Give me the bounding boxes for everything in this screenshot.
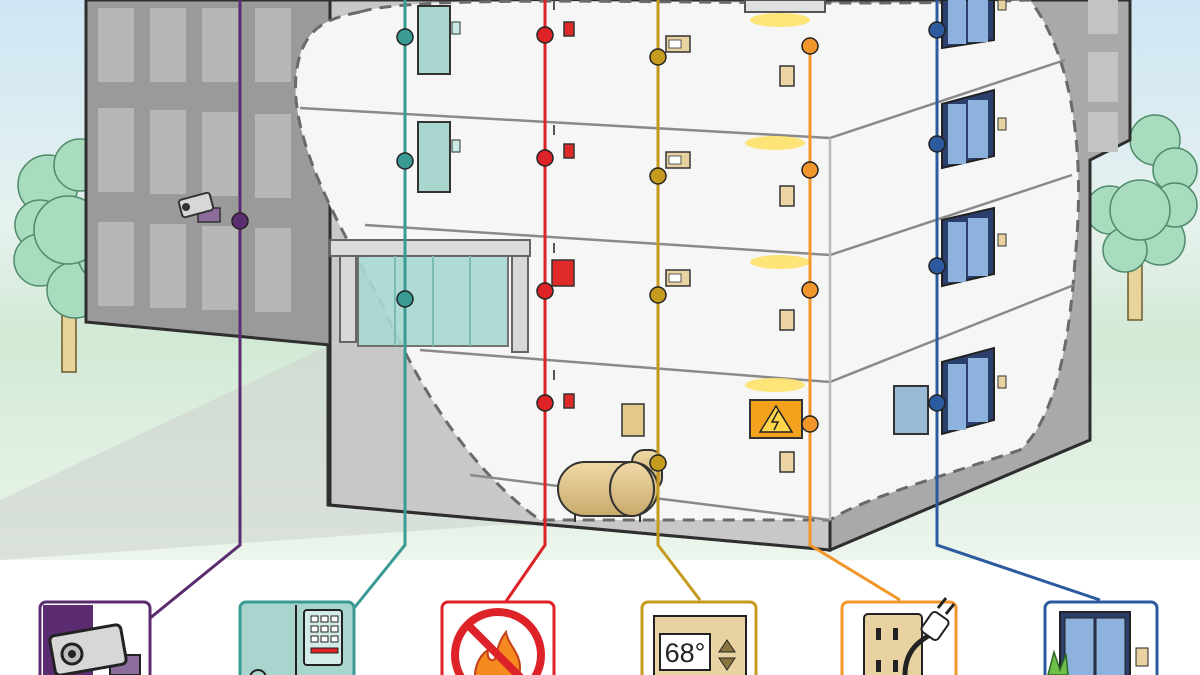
right-facade-windows [1088,0,1118,152]
elevator-line [935,0,1101,602]
thermostat-icon: 68° [640,600,758,675]
electrical-line [808,45,901,602]
security-camera-icon [38,600,152,675]
wall-thermostats [665,35,691,287]
junction-box [893,385,929,435]
ceiling-lights [745,13,810,392]
keypad-door-icon [238,600,356,675]
fire-alarm-boxes [551,21,575,409]
elevator-icon [1043,600,1159,675]
wall-outlets [779,65,795,473]
right-tree [1085,114,1198,321]
power-outlet-plug-icon [840,597,958,675]
lobby-entrance [329,239,531,353]
system-nodes [231,21,946,472]
electrical-panel [749,399,803,439]
roof-slab [744,0,826,13]
cutaway-interior [294,0,1081,522]
keypad-door-floor4 [417,5,461,75]
left-facade-windows [98,8,291,312]
wall-security-camera [177,191,221,223]
boiler-unit [621,403,645,437]
elevator-doors [941,0,1007,436]
legend-background [0,560,1200,675]
thermostat-reading: 68° [665,638,706,668]
no-fire-icon [440,600,556,675]
keypad-door-floor3 [417,121,461,193]
fire-safety-line [498,0,547,611]
